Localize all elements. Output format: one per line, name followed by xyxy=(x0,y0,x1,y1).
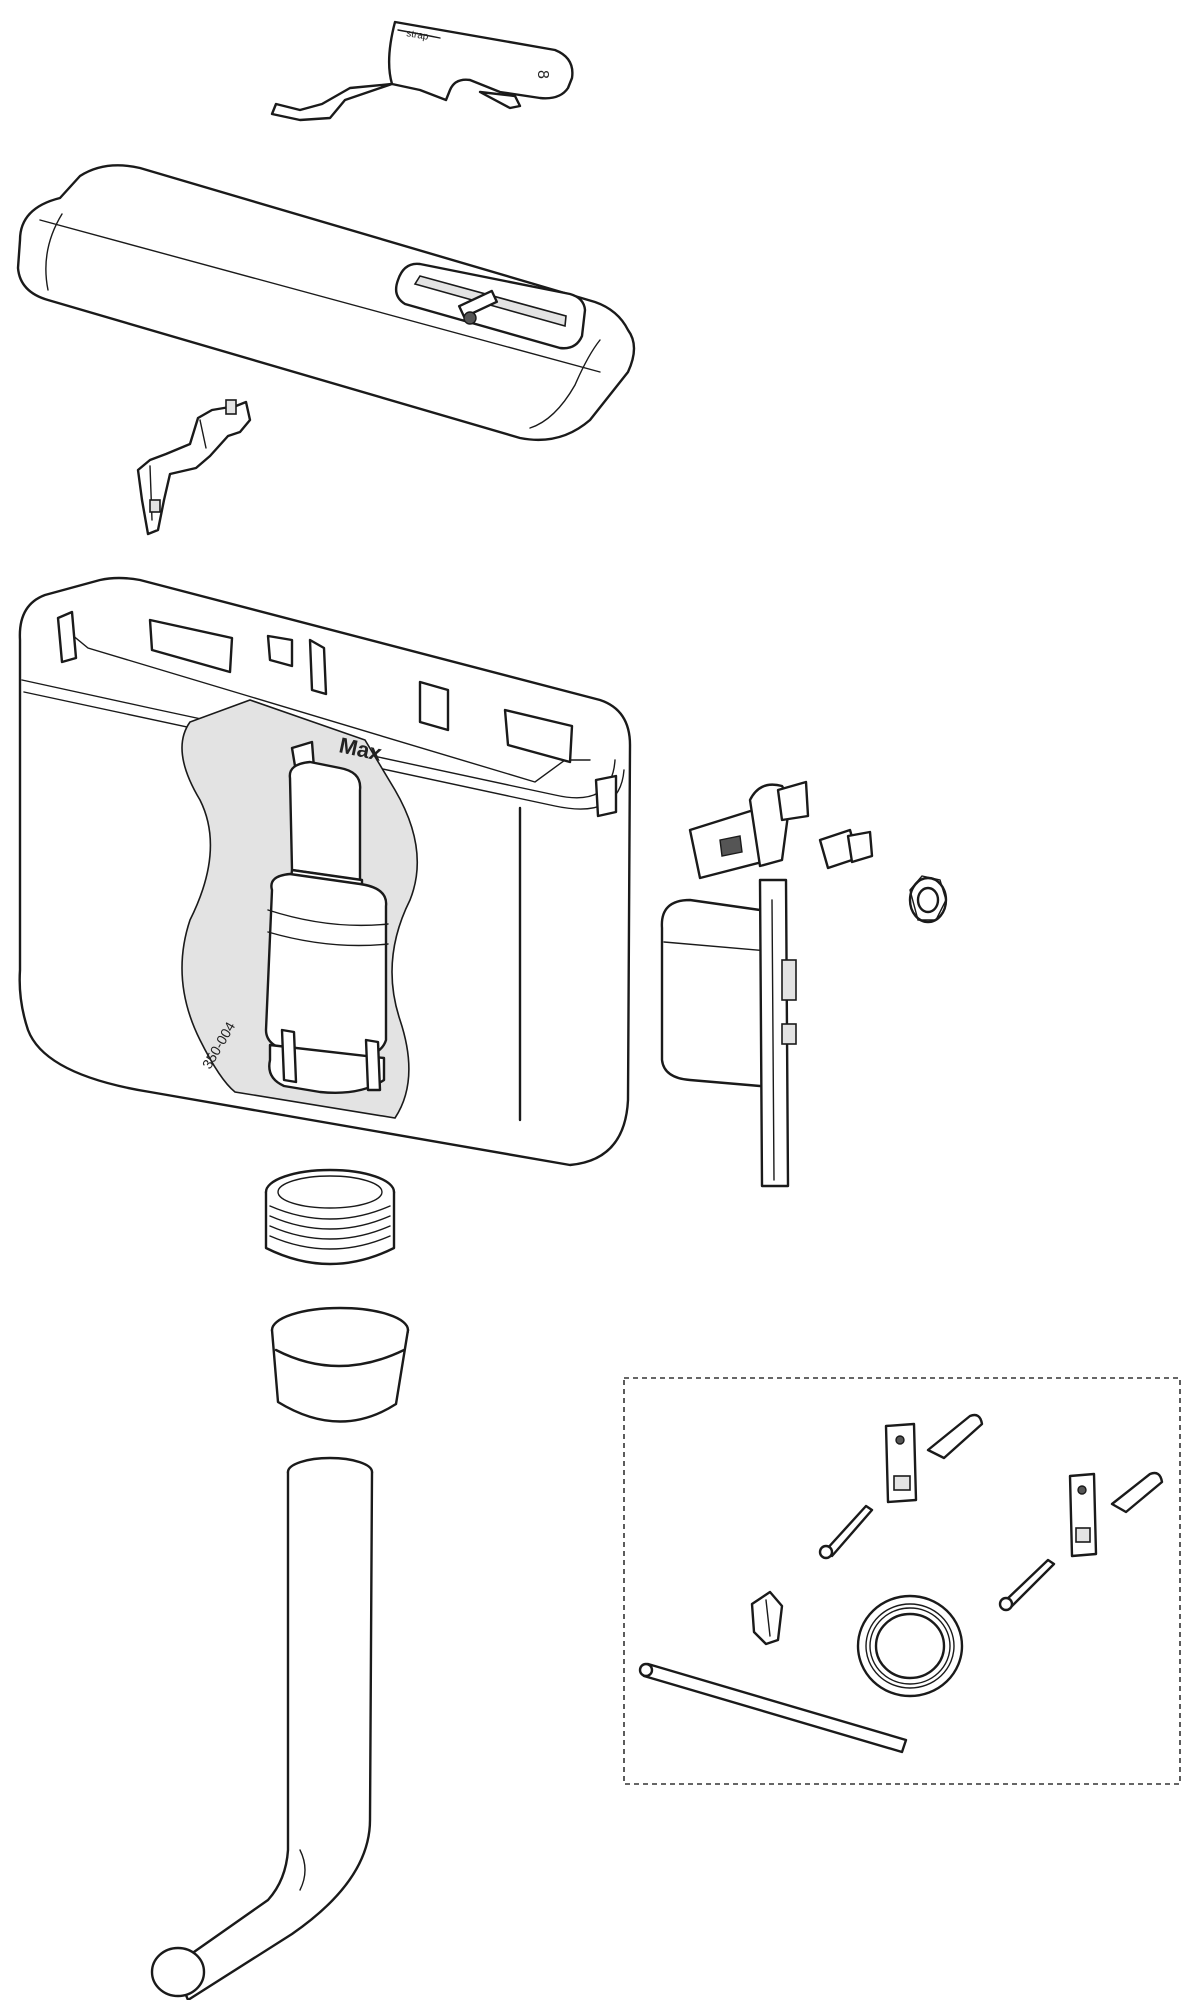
screw-left xyxy=(818,1504,874,1560)
mounting-bracket xyxy=(136,399,252,536)
accessory-kit xyxy=(623,1377,1181,1785)
tank-lid xyxy=(16,164,636,442)
overflow-rod xyxy=(638,1662,908,1754)
screw-right xyxy=(998,1558,1056,1612)
flush-pipe xyxy=(150,1456,374,2000)
accessory-kit-frame xyxy=(623,1377,1181,1785)
outlet-thread xyxy=(264,1168,396,1266)
nut xyxy=(908,875,948,924)
wall-plug-right xyxy=(1110,1471,1164,1514)
cone-seal xyxy=(270,1306,410,1423)
lever-brand-label: strap xyxy=(405,28,429,43)
bracket-plate-right xyxy=(1068,1472,1098,1558)
tank-body: Max 350-004 xyxy=(18,576,632,1167)
adapter-ring xyxy=(856,1594,964,1698)
flush-lever: strap 8 xyxy=(270,20,574,122)
lever-button-symbol: 8 xyxy=(534,70,551,79)
wall-plug-left xyxy=(926,1413,984,1460)
bracket-plate-left xyxy=(884,1422,918,1504)
fill-valve xyxy=(660,780,874,1188)
small-clip xyxy=(750,1590,784,1646)
